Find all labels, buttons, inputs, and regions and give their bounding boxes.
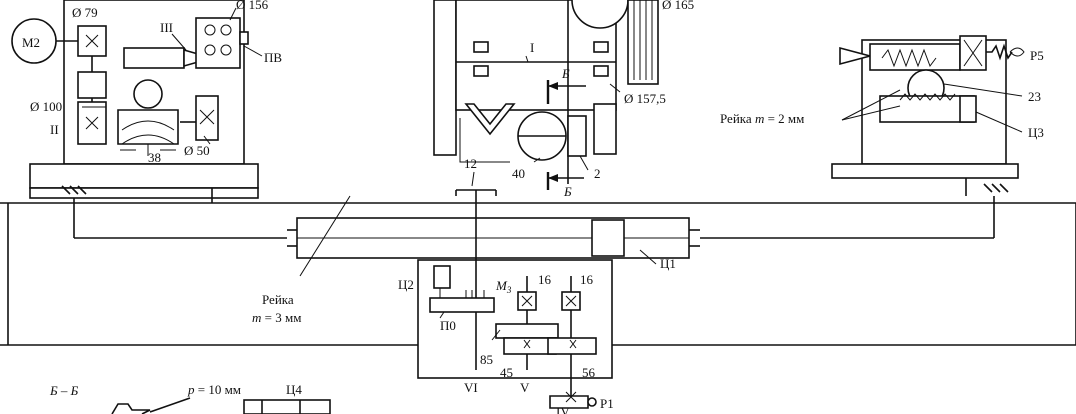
machine-bed	[0, 202, 1076, 346]
label-d50: Ø 50	[184, 143, 210, 158]
right-tailstock	[831, 35, 1025, 196]
label-p5: Р5	[1030, 48, 1044, 63]
label-p1: Р1	[600, 396, 614, 411]
label-section-b-top: Б	[561, 66, 570, 81]
label-p10: П0	[440, 318, 456, 333]
label-c1: Ц1	[660, 256, 676, 271]
label-rack-m3-line2: m = 3 мм	[252, 310, 301, 325]
label-shaft-ii: II	[50, 122, 59, 137]
label-pitch: p = 10 мм	[187, 382, 241, 397]
label-85: 85	[480, 352, 493, 367]
label-12: 12	[464, 156, 477, 171]
label-shaft-iv: IV	[556, 404, 570, 414]
leader-lines	[82, 7, 1023, 341]
cylinder-c1	[73, 196, 995, 259]
grinding-head	[433, 0, 659, 190]
label-d157: Ø 157,5	[624, 91, 666, 106]
label-c2: Ц2	[398, 277, 414, 292]
label-section-b-bottom: Б	[563, 184, 572, 199]
section-bb	[111, 397, 331, 414]
label-shaft-vi: VI	[464, 380, 478, 395]
label-d156: Ø 156	[236, 0, 269, 12]
label-shaft-v: V	[520, 380, 530, 395]
label-m3: M3	[495, 278, 512, 295]
annotation-labels: M2 Ø 79 Ø 156 Ø 165 Ø 100 II Ø 50 Ø 157,…	[22, 0, 1044, 414]
label-38: 38	[148, 150, 161, 165]
label-2: 2	[594, 166, 601, 181]
label-rack-m2: Рейка m = 2 мм	[720, 111, 804, 126]
label-shaft-iii: III	[160, 20, 173, 35]
label-45: 45	[500, 365, 513, 380]
label-c4: Ц4	[286, 382, 302, 397]
label-56: 56	[582, 365, 596, 380]
label-d100: Ø 100	[30, 99, 62, 114]
label-shaft-i: I	[530, 40, 534, 55]
label-piv: ПВ	[264, 50, 282, 65]
label-16a: 16	[538, 272, 552, 287]
label-d79: Ø 79	[72, 5, 98, 20]
label-m2: M2	[22, 35, 40, 50]
label-section-bb: Б – Б	[49, 383, 79, 398]
left-headstock	[11, 0, 259, 203]
control-box	[417, 189, 613, 409]
label-16b: 16	[580, 272, 594, 287]
label-c3: Ц3	[1028, 125, 1044, 140]
label-d165: Ø 165	[662, 0, 694, 12]
label-rack-m3-line1: Рейка	[262, 292, 294, 307]
label-23: 23	[1028, 89, 1041, 104]
label-40: 40	[512, 166, 525, 181]
